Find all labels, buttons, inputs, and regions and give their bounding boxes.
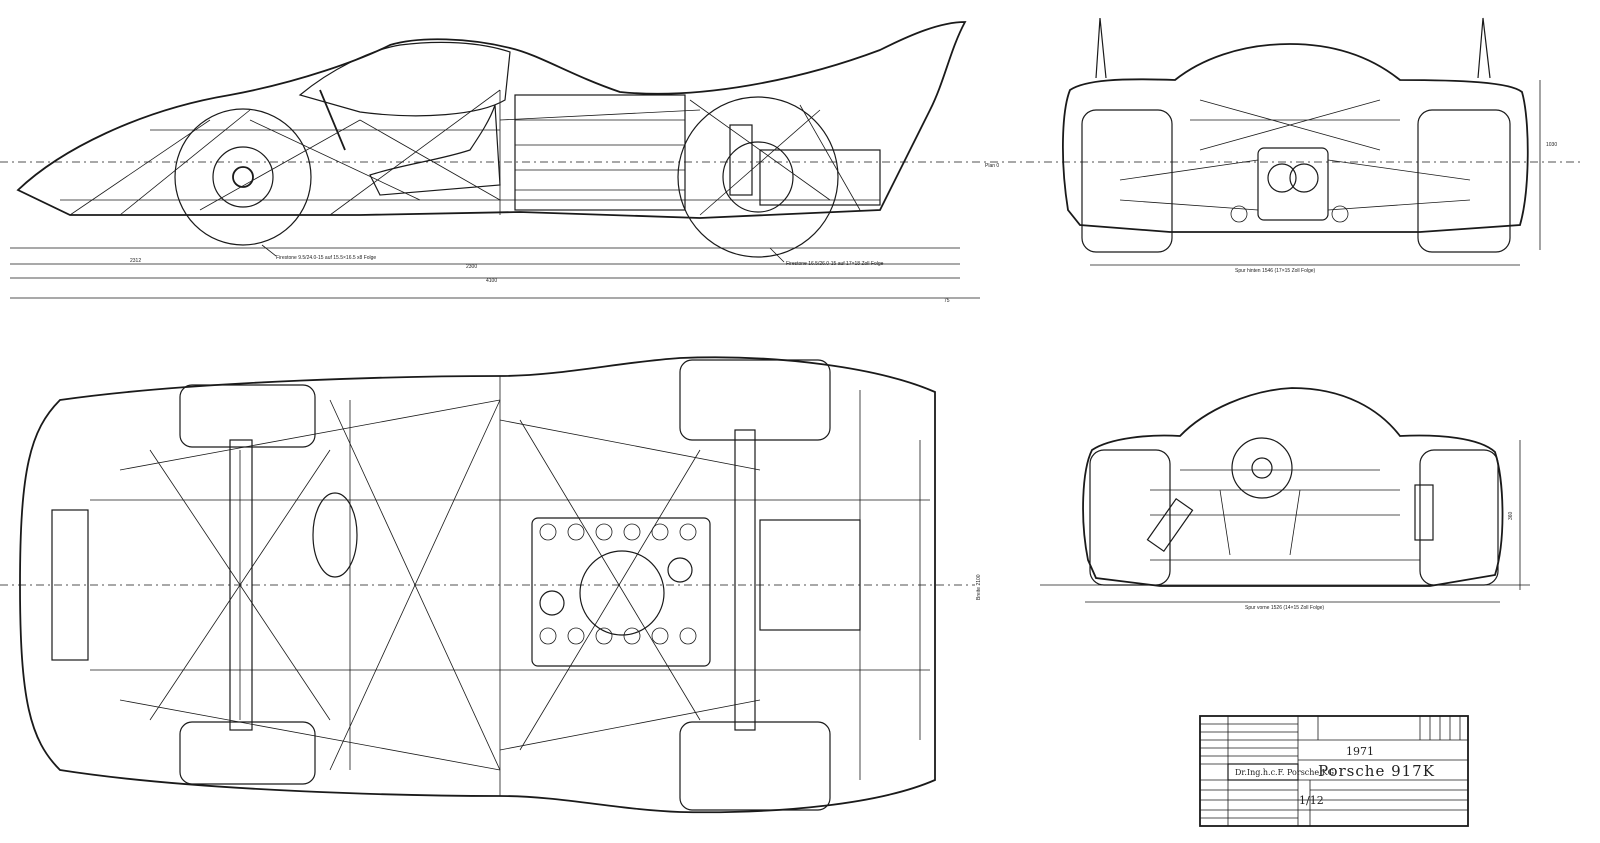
front-track-note: Spur vorne 1526 (14×15 Zoll Folge) — [1245, 605, 1324, 611]
front-right-shock — [1414, 484, 1434, 541]
side-dim-2: 2300 — [466, 264, 477, 270]
company-box — [1227, 763, 1299, 781]
rear-diff-gear — [1267, 163, 1297, 193]
rear-right-wheel — [1417, 109, 1511, 253]
top-gearbox — [759, 519, 861, 631]
front-suspension-links — [1150, 469, 1420, 561]
side-seat — [369, 104, 501, 196]
title-block-frame — [1199, 715, 1469, 827]
side-body-outline — [16, 21, 967, 219]
top-spaceframe — [90, 376, 930, 796]
rear-left-wheel — [1081, 109, 1173, 253]
front-body-outline — [1082, 387, 1504, 587]
side-dim-3: 4100 — [486, 278, 497, 284]
top-body-outline — [19, 356, 936, 814]
rear-bolt — [1331, 205, 1349, 223]
side-rear-shock — [729, 124, 753, 196]
rear-bolt — [1230, 205, 1248, 223]
top-front-left-tire — [179, 384, 316, 448]
side-steering-column — [319, 89, 346, 151]
front-left-shock — [1146, 497, 1194, 553]
side-rear-wheel — [677, 96, 839, 258]
top-rear-right-tire — [679, 721, 831, 811]
top-alternator — [539, 590, 565, 616]
side-dim-1: 2312 — [130, 258, 141, 264]
rear-right-fin — [1477, 17, 1491, 79]
side-ground-label: Plan 0 — [985, 163, 999, 169]
title-model: Porsche 917K — [1318, 762, 1435, 780]
title-company: Dr.Ing.h.c.F. Porsche KG — [1235, 768, 1334, 777]
title-year: 1971 — [1346, 745, 1374, 758]
side-dim-4: 75 — [944, 298, 950, 304]
front-spare-wheel — [1231, 437, 1293, 499]
rear-left-fin — [1095, 17, 1107, 79]
side-front-wheel — [174, 108, 312, 246]
leader-line — [769, 247, 785, 263]
side-rear-tire-note: Firestone 16.5/26.0-15 auf 17×18 Zoll Fo… — [786, 261, 884, 267]
side-engine-block — [514, 94, 686, 211]
top-seat — [312, 492, 358, 578]
front-right-wheel — [1419, 449, 1499, 586]
side-front-hub — [232, 166, 254, 188]
top-rear-axle — [734, 429, 756, 731]
title-scale: 1/12 — [1299, 794, 1324, 807]
rear-view: Spur hinten 1546 (17×15 Zoll Folge) 1030 — [1062, 17, 1557, 274]
rear-gearbox — [1257, 147, 1329, 221]
front-view: Spur vorne 1526 (14×15 Zoll Folge) 360 — [1040, 387, 1530, 611]
rear-body-outline — [1062, 43, 1529, 233]
side-front-brake-disc — [212, 146, 274, 208]
side-rear-brake-disc — [722, 141, 794, 213]
side-spaceframe — [60, 89, 880, 216]
rear-track-note: Spur hinten 1546 (17×15 Zoll Folge) — [1235, 268, 1316, 274]
side-canopy — [298, 41, 511, 117]
top-engine-block — [531, 517, 711, 667]
leader-line — [261, 244, 277, 257]
top-side-label: Breite 2100 — [976, 574, 982, 600]
top-front-right-tire — [179, 721, 316, 785]
front-spare-hub — [1251, 457, 1273, 479]
top-engine-fan — [579, 550, 665, 636]
title-block: Dr.Ing.h.c.F. Porsche KG 1971 Porsche 91… — [1199, 715, 1469, 827]
side-view: Firestone 9.5/24.0-15 auf 15.5×16.5 x8 F… — [0, 21, 1580, 304]
top-rear-left-tire — [679, 359, 831, 441]
side-gearbox — [759, 149, 881, 206]
front-height-dim: 360 — [1508, 511, 1514, 520]
top-view: Breite 2100 — [0, 356, 982, 814]
front-left-wheel — [1089, 449, 1171, 586]
rear-height-dim: 1030 — [1546, 142, 1557, 148]
rear-suspension-links — [1119, 99, 1471, 211]
top-front-radiator — [51, 509, 89, 661]
side-front-tire-note: Firestone 9.5/24.0-15 auf 15.5×16.5 x8 F… — [276, 255, 376, 261]
top-cylinders — [539, 523, 697, 645]
rear-diff-gear — [1289, 163, 1319, 193]
top-distributor — [667, 557, 693, 583]
top-front-axle — [229, 439, 253, 731]
